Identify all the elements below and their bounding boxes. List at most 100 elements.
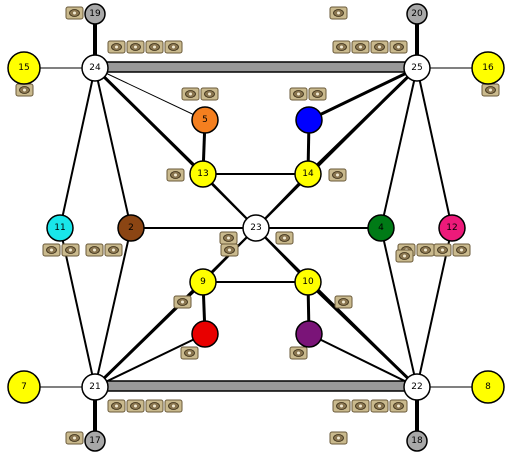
- unit-token-icon[interactable]: [65, 6, 84, 20]
- node-12[interactable]: 12: [438, 214, 466, 242]
- unit-token-icon[interactable]: [389, 399, 408, 413]
- unit-token-icon[interactable]: [329, 431, 348, 445]
- unit-tokens: [15, 6, 500, 445]
- unit-token-icon[interactable]: [126, 40, 145, 54]
- connection-24-5: [94, 67, 206, 121]
- unit-token-icon[interactable]: [308, 87, 327, 101]
- unit-token-icon[interactable]: [107, 399, 126, 413]
- unit-token-icon[interactable]: [173, 295, 192, 309]
- node-label: 22: [411, 382, 422, 392]
- unit-token-icon[interactable]: [145, 40, 164, 54]
- unit-token-icon[interactable]: [104, 243, 123, 257]
- unit-token-icon[interactable]: [332, 40, 351, 54]
- node-label: 14: [302, 169, 314, 179]
- connection-22-4: [380, 227, 418, 388]
- node-circle: [7, 370, 41, 404]
- unit-token-icon[interactable]: [219, 231, 238, 245]
- node-15[interactable]: 15: [7, 51, 41, 85]
- node-17[interactable]: 17: [84, 430, 106, 452]
- bottom-bar: [106, 380, 406, 392]
- node-label: 25: [411, 63, 422, 73]
- node-blue[interactable]: [295, 106, 323, 134]
- unit-token-icon[interactable]: [107, 40, 126, 54]
- top-bar: [106, 61, 406, 73]
- node-label: 24: [89, 63, 101, 73]
- node-circle: [403, 373, 431, 401]
- unit-token-icon[interactable]: [351, 40, 370, 54]
- unit-token-icon[interactable]: [370, 399, 389, 413]
- node-5[interactable]: 5: [191, 106, 219, 134]
- node-circle: [117, 214, 145, 242]
- node-circle: [81, 54, 109, 82]
- unit-token-icon[interactable]: [61, 243, 80, 257]
- unit-token-icon[interactable]: [126, 399, 145, 413]
- unit-token-icon[interactable]: [433, 243, 452, 257]
- unit-token-icon[interactable]: [164, 399, 183, 413]
- unit-token-icon[interactable]: [332, 399, 351, 413]
- connection-25-blue: [308, 66, 418, 122]
- node-9[interactable]: 9: [189, 268, 217, 296]
- unit-token-icon[interactable]: [220, 243, 239, 257]
- node-10[interactable]: 10: [294, 268, 322, 296]
- node-24[interactable]: 24: [81, 54, 109, 82]
- unit-token-icon[interactable]: [166, 168, 185, 182]
- node-circle: [191, 106, 219, 134]
- node-16[interactable]: 16: [471, 51, 505, 85]
- node-circle: [294, 268, 322, 296]
- unit-token-icon[interactable]: [452, 243, 471, 257]
- unit-token-icon[interactable]: [370, 40, 389, 54]
- node-purple[interactable]: [295, 320, 323, 348]
- node-circle: [295, 106, 323, 134]
- node-2[interactable]: 2: [117, 214, 145, 242]
- node-circle: [189, 268, 217, 296]
- unit-token-icon[interactable]: [328, 168, 347, 182]
- node-label: 21: [89, 382, 100, 392]
- node-circle: [189, 160, 217, 188]
- node-7[interactable]: 7: [7, 370, 41, 404]
- unit-token-icon[interactable]: [200, 87, 219, 101]
- node-20[interactable]: 20: [406, 3, 428, 25]
- node-13[interactable]: 13: [189, 160, 217, 188]
- node-25[interactable]: 25: [403, 54, 431, 82]
- unit-token-icon[interactable]: [164, 40, 183, 54]
- node-circle: [46, 214, 74, 242]
- node-circle: [471, 51, 505, 85]
- node-22[interactable]: 22: [403, 373, 431, 401]
- node-11[interactable]: 11: [46, 214, 74, 242]
- node-label: 15: [18, 63, 29, 73]
- connection-25-12: [416, 67, 453, 229]
- unit-token-icon[interactable]: [289, 346, 308, 360]
- node-red[interactable]: [191, 320, 219, 348]
- node-8[interactable]: 8: [471, 370, 505, 404]
- unit-token-icon[interactable]: [145, 399, 164, 413]
- unit-token-icon[interactable]: [329, 6, 348, 20]
- node-label: 4: [378, 223, 384, 233]
- connection-21-2: [94, 227, 132, 388]
- node-circle: [367, 214, 395, 242]
- node-label: 16: [482, 63, 494, 73]
- unit-token-icon[interactable]: [351, 399, 370, 413]
- unit-token-icon[interactable]: [275, 231, 294, 245]
- unit-token-icon[interactable]: [181, 87, 200, 101]
- node-14[interactable]: 14: [294, 160, 322, 188]
- node-21[interactable]: 21: [81, 373, 109, 401]
- connection-22-purple: [308, 333, 418, 388]
- unit-token-icon[interactable]: [481, 83, 500, 97]
- unit-token-icon[interactable]: [395, 249, 414, 263]
- node-label: 17: [89, 436, 100, 446]
- node-18[interactable]: 18: [406, 430, 428, 452]
- unit-token-icon[interactable]: [42, 243, 61, 257]
- unit-token-icon[interactable]: [180, 346, 199, 360]
- unit-token-icon[interactable]: [65, 431, 84, 445]
- unit-token-icon[interactable]: [289, 87, 308, 101]
- unit-token-icon[interactable]: [389, 40, 408, 54]
- unit-token-icon[interactable]: [334, 295, 353, 309]
- node-23[interactable]: 23: [242, 214, 270, 242]
- node-4[interactable]: 4: [367, 214, 395, 242]
- node-circle: [242, 214, 270, 242]
- unit-token-icon[interactable]: [85, 243, 104, 257]
- unit-token-icon[interactable]: [416, 243, 435, 257]
- unit-token-icon[interactable]: [15, 83, 34, 97]
- node-19[interactable]: 19: [84, 3, 106, 25]
